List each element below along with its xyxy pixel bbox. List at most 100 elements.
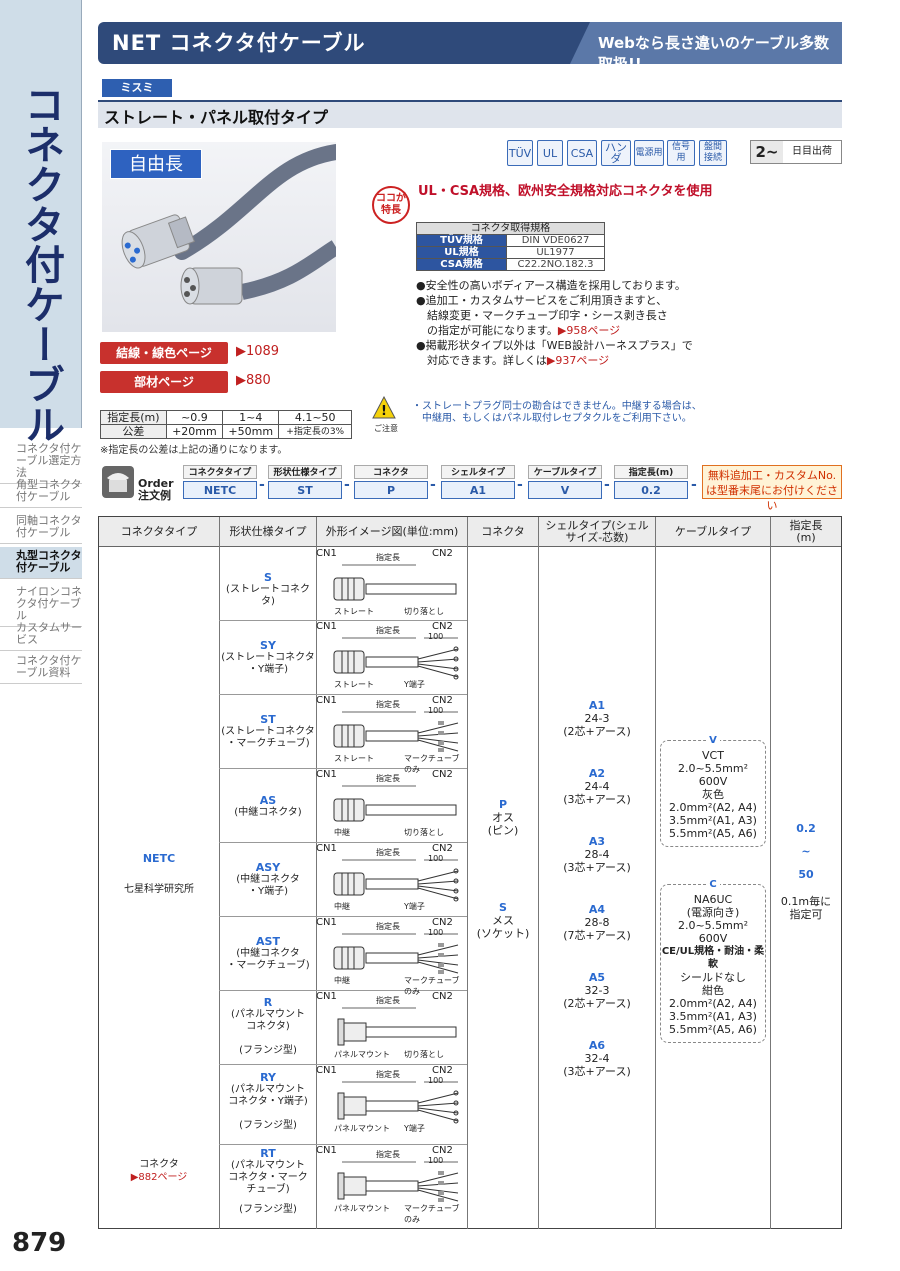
- order-dash: -: [344, 477, 350, 493]
- order-value: V: [528, 481, 602, 499]
- cn2-label: CN2: [432, 1145, 453, 1156]
- length-label: 指定長: [376, 774, 400, 783]
- page-ref-link[interactable]: ▶958ページ: [557, 324, 621, 337]
- cn1-label: CN1: [316, 769, 337, 780]
- feature-text: UL・CSA規格、欧州安全規格対応コネクタを使用: [418, 184, 713, 199]
- bullet: ●安全性の高いボディアース構造を採用しております。: [416, 279, 686, 292]
- cell: ~0.9: [165, 410, 224, 425]
- order-value: A1: [441, 481, 515, 499]
- dim-label: 100: [428, 854, 444, 863]
- spec-table: [98, 516, 842, 1229]
- type-row-as: AS(中継コネクタ): [234, 794, 302, 819]
- dim-label: 100: [428, 1156, 444, 1165]
- caution-text: ・ストレートプラグ同士の勘合はできません。中継する場合は、 中継用、もしくはパネ…: [412, 401, 702, 424]
- order-value: NETC: [183, 481, 257, 499]
- feature-ul: UL: [537, 140, 563, 166]
- parts-page-ref[interactable]: ▶880: [236, 373, 271, 388]
- page-ref-link[interactable]: ▶937ページ: [546, 354, 610, 367]
- feature-panel: 盤間接続: [699, 140, 727, 166]
- cable-diagram: CN1 CN2 指定長ストレート 切り落とし: [316, 548, 464, 616]
- sidebar-item-custom[interactable]: カスタムサービス: [0, 619, 82, 651]
- order-dash: -: [604, 477, 610, 493]
- col-divider: [316, 517, 317, 1229]
- bullet: の指定が可能になります。▶958ページ: [416, 324, 621, 337]
- caution-icon: !: [372, 396, 396, 419]
- col-header: 形状仕様タイプ: [220, 517, 316, 547]
- order-value: P: [354, 481, 428, 499]
- cn2-label: CN2: [432, 548, 453, 559]
- col-header: 外形イメージ図(単位:mm): [317, 517, 467, 547]
- cn1-label: CN1: [316, 917, 337, 928]
- sidebar-item-round[interactable]: 丸型コネクタ付ケーブル: [0, 547, 82, 579]
- sidebar-item-reference[interactable]: コネクタ付ケーブル資料: [0, 652, 82, 684]
- free-custom-note: 無料追加工・カスタムNo.は型番末尾にお付けください: [702, 465, 842, 512]
- cert-header: コネクタ取得規格: [416, 222, 605, 235]
- left-label: ストレート: [334, 607, 374, 616]
- order-dash: -: [259, 477, 265, 493]
- free-length-badge: 自由長: [110, 149, 202, 179]
- subtitle: ストレート・パネル取付タイプ: [104, 108, 329, 127]
- cn2-label: CN2: [432, 843, 453, 854]
- col-header: コネクタ: [468, 517, 538, 547]
- right-label: Y端子: [404, 680, 425, 689]
- wiring-page-button[interactable]: 結線・線色ページ: [100, 342, 228, 364]
- left-label: パネルマウント: [334, 1204, 390, 1213]
- row-divider: [219, 842, 467, 843]
- sidebar-title: コネクタ付ケーブル: [18, 84, 64, 444]
- cn2-label: CN2: [432, 621, 453, 632]
- cert-key: UL規格: [416, 246, 507, 259]
- row-divider: [219, 694, 467, 695]
- sidebar-item-nylon[interactable]: ナイロンコネクタ付ケーブル: [0, 583, 82, 627]
- cn1-label: CN1: [316, 621, 337, 632]
- sidebar-item-coaxial[interactable]: 同軸コネクタ付ケーブル: [0, 512, 82, 544]
- connector-note: コネクタ: [139, 1159, 179, 1170]
- order-header: ケーブルタイプ: [528, 465, 602, 479]
- row-divider: [219, 916, 467, 917]
- left-label: パネルマウント: [334, 1050, 390, 1059]
- dim-label: 100: [428, 706, 444, 715]
- type-row-st: ST(ストレートコネクタ・マークチューブ): [221, 713, 315, 750]
- order-header: コネクタ: [354, 465, 428, 479]
- length-label: 指定長: [376, 1070, 400, 1079]
- brand-badge: ミスミ: [102, 79, 172, 97]
- connector-page-ref[interactable]: ▶882ページ: [130, 1172, 188, 1183]
- sidebar-item-selection[interactable]: コネクタ付ケーブル選定方法: [0, 440, 82, 484]
- type-row-ast: AST(中継コネクタ・マークチューブ): [226, 935, 310, 972]
- col-header: シェルタイプ(シェルサイズ-芯数): [539, 517, 655, 547]
- length-label: 指定長: [376, 700, 400, 709]
- col-header: ケーブルタイプ: [656, 517, 770, 547]
- feature-csa: CSA: [567, 140, 597, 166]
- row-divider: [219, 1144, 467, 1145]
- phone-order-icon: [102, 466, 134, 498]
- length-label: 指定長: [376, 553, 400, 562]
- parts-page-button[interactable]: 部材ページ: [100, 371, 228, 393]
- page-number: 879: [12, 1228, 67, 1258]
- caution-label: ご注意: [374, 424, 398, 433]
- bullet: ●追加工・カスタムサービスをご利用頂きますと、: [416, 294, 668, 307]
- right-label: 切り落とし: [404, 1050, 444, 1059]
- row-divider: [219, 1064, 467, 1065]
- cell: 4.1~50: [278, 410, 352, 425]
- cell: 公差: [100, 424, 167, 439]
- right-label: Y端子: [404, 902, 425, 911]
- dim-label: 100: [428, 928, 444, 937]
- cn1-label: CN1: [316, 548, 337, 559]
- wiring-page-ref[interactable]: ▶1089: [236, 344, 280, 359]
- web-promo-banner[interactable]: Webなら長さ違いのケーブル多数取扱!!: [570, 22, 842, 64]
- cert-value: C22.2NO.182.3: [506, 258, 605, 271]
- right-label: マークチューブのみ: [404, 976, 460, 996]
- cn2-label: CN2: [432, 991, 453, 1002]
- sidebar-item-square[interactable]: 角型コネクタ付ケーブル: [0, 476, 82, 508]
- right-label: 切り落とし: [404, 607, 444, 616]
- svg-text:!: !: [381, 404, 387, 419]
